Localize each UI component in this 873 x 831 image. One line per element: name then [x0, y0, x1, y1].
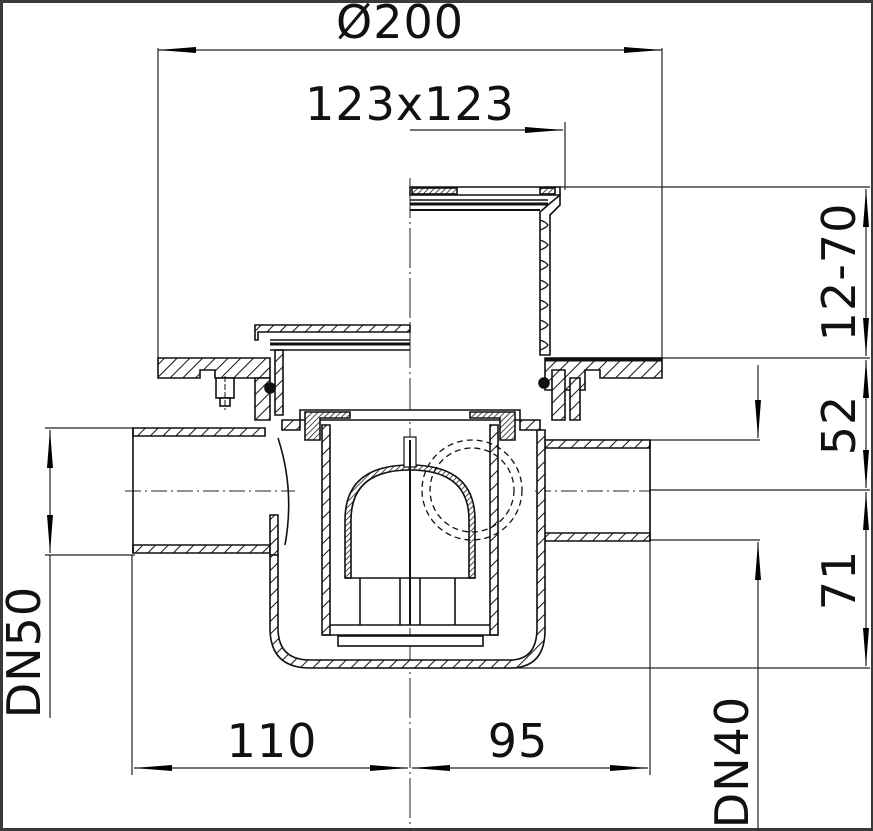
- label-offset-95: 95: [488, 714, 549, 768]
- label-offset-110: 110: [227, 714, 318, 768]
- label-dn40: DN40: [705, 696, 759, 828]
- label-height-adjustment: 12-70: [812, 203, 866, 342]
- label-dn50: DN50: [0, 586, 51, 718]
- label-diameter: Ø200: [336, 0, 464, 49]
- label-grate-size: 123x123: [305, 77, 515, 131]
- label-depth-52: 52: [812, 395, 866, 456]
- drain-body: [132, 186, 663, 669]
- label-depth-71: 71: [812, 550, 866, 611]
